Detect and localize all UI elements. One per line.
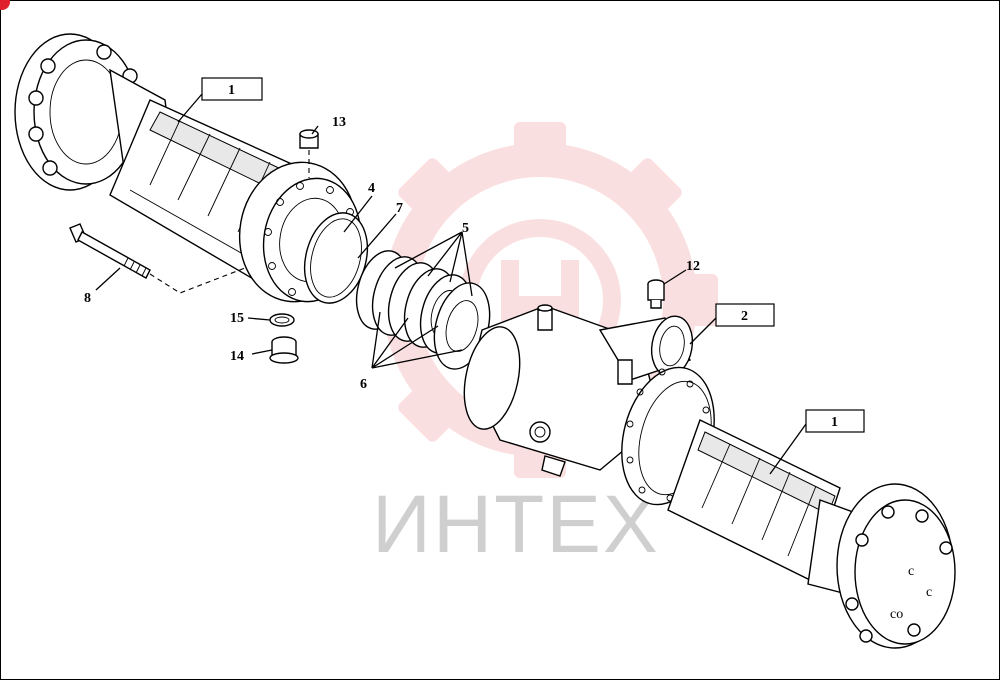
plug-part-14 (269, 336, 299, 364)
washer-part-15 (269, 313, 295, 327)
callout-label-14: 14 (230, 349, 244, 364)
bolt-part-8 (69, 223, 246, 294)
callout-label-4: 4 (368, 181, 375, 196)
svg-text:c: c (908, 564, 914, 579)
leader-lines (95, 93, 807, 475)
callout-label-5: 5 (462, 221, 469, 236)
svg-text:co: co (890, 607, 903, 622)
callout-box-2: 2 (715, 303, 775, 327)
callout-label-1-bottom: 1 (831, 415, 838, 430)
svg-text:c: c (926, 585, 932, 600)
seal-ring-part-4 (303, 212, 369, 304)
breather-part-12 (647, 279, 665, 309)
corner-mark (0, 0, 10, 10)
callout-box-1-top: 1 (201, 77, 263, 101)
differential-housing-part-2 (463, 304, 715, 506)
right-hub-studs (845, 505, 953, 643)
right-housing-ribs (697, 431, 836, 557)
callout-label-7: 7 (396, 201, 403, 216)
callout-label-1-top: 1 (228, 83, 235, 98)
callout-label-2: 2 (741, 309, 748, 324)
callout-label-8: 8 (84, 291, 91, 306)
callout-label-15: 15 (230, 311, 244, 326)
watermark-text: ИНТЕХ (372, 479, 660, 570)
callout-box-1-bottom: 1 (805, 409, 865, 433)
callout-label-6: 6 (360, 377, 367, 392)
callout-label-13: 13 (332, 115, 346, 130)
callout-label-12: 12 (686, 259, 700, 274)
right-axle-housing: c c co (667, 419, 956, 649)
hub-studs (28, 44, 138, 176)
